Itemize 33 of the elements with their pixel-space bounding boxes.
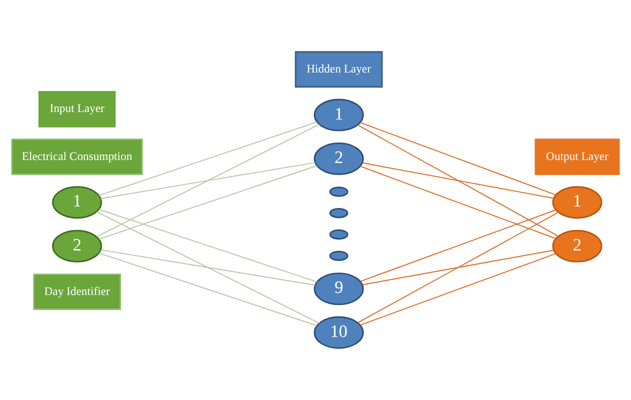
connector: [96, 124, 320, 238]
node-ellipse: 2: [52, 230, 102, 262]
connector: [357, 212, 559, 324]
connector: [357, 124, 559, 237]
connector: [98, 122, 318, 196]
node-box: Output Layer: [534, 138, 620, 175]
node-ellipse: 1: [552, 186, 602, 219]
node-circle: [329, 186, 348, 197]
connector: [100, 249, 316, 286]
node-ellipse: 10: [314, 316, 364, 349]
node-box: Hidden Layer: [294, 51, 383, 88]
connector: [100, 162, 316, 200]
node-ellipse: 9: [314, 272, 364, 306]
node-circle: [329, 229, 348, 240]
connector: [98, 208, 318, 282]
connector: [98, 165, 318, 240]
node-ellipse: 1: [314, 98, 364, 132]
connector: [360, 166, 556, 240]
node-ellipse: 1: [52, 186, 102, 219]
node-ellipse: 2: [314, 142, 364, 175]
connector: [360, 122, 556, 196]
connector: [362, 250, 554, 286]
connector: [362, 162, 554, 199]
node-circle: [329, 250, 348, 261]
connector: [360, 253, 556, 326]
node-box: Day Identifier: [33, 274, 121, 310]
connector: [360, 209, 556, 282]
connector: [98, 252, 318, 326]
node-box: Electrical Consumption: [11, 138, 143, 175]
connector: [96, 211, 320, 324]
node-ellipse: 2: [552, 230, 602, 262]
node-circle: [329, 208, 348, 218]
node-box: Input Layer: [38, 90, 116, 128]
